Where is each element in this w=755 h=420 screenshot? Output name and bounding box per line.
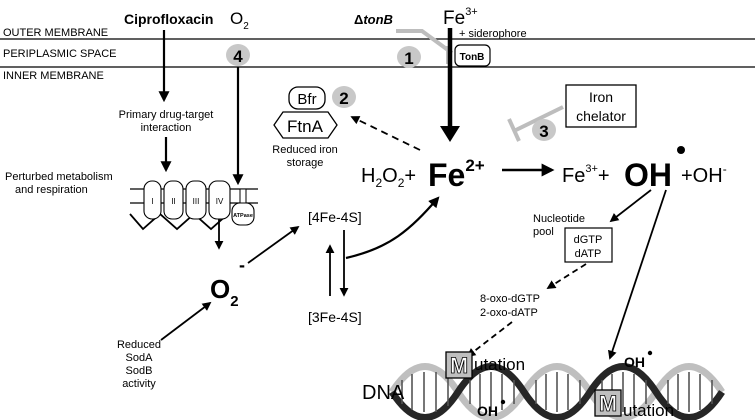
- hydrogen-peroxide-label: H2O2+: [361, 165, 416, 190]
- primary-interaction-label-2: interaction: [141, 122, 192, 134]
- iron-chelator-box: [565, 84, 637, 128]
- ferrous-iron-label: Fe2+: [428, 156, 485, 193]
- mutation-box-1: [445, 351, 473, 379]
- cluster-iron-release-arrow: [345, 196, 440, 260]
- nucleotide-pool-label-1: Nucleotide: [533, 213, 585, 225]
- atpase-stalk: [239, 188, 247, 204]
- iron-chelator-label-2: chelator: [576, 108, 626, 124]
- step-1-number: 1: [404, 49, 413, 68]
- oh-to-dna-arrow: [608, 189, 667, 360]
- complex-2: [163, 180, 184, 220]
- sod-arrow: [160, 301, 212, 341]
- reduced-iron-label-2: storage: [287, 157, 324, 169]
- complex-4-label: IV: [216, 197, 224, 206]
- superoxide-label: O2: [210, 274, 239, 310]
- oxo-datp-label: 2-oxo-dATP: [480, 307, 538, 319]
- step-3-badge: [532, 119, 556, 141]
- tonb-protein-label: TonB: [460, 52, 485, 63]
- mutation-box-2: [594, 389, 622, 417]
- tonb-mutant-label: ΔtonB: [354, 12, 393, 27]
- superoxide-to-cluster-arrow: [247, 225, 300, 264]
- fe4s-cluster-label: [4Fe-4S]: [308, 209, 362, 225]
- nucleotide-box: [564, 227, 613, 263]
- inner-membrane-zigzag: [129, 212, 229, 231]
- siderophore-label: + siderophore: [459, 28, 527, 40]
- dna-strand-dark: [389, 363, 725, 420]
- mutation-m-1: M: [450, 353, 468, 378]
- step-3-number: 3: [539, 122, 548, 141]
- oxo-to-dna-arrow: [466, 321, 513, 358]
- nucleotide-oxidation-arrow: [546, 263, 587, 289]
- oh-radical-dna-2: OH: [624, 354, 645, 370]
- complex-1-label: I: [151, 197, 153, 206]
- atpase: [231, 202, 255, 226]
- oh-to-nucleotide-arrow: [609, 189, 652, 223]
- complex-3: [185, 180, 207, 220]
- ferric-iron-label: Fe3++: [562, 163, 610, 187]
- oxygen-label: O2: [230, 9, 249, 32]
- sod-label-4: activity: [122, 378, 156, 390]
- dna-label: DNA: [362, 382, 405, 404]
- fe3-top-label: Fe3+: [443, 6, 478, 29]
- sod-label-1: Reduced: [117, 339, 161, 351]
- complex-1: [143, 180, 162, 220]
- complex-2-label: II: [171, 197, 175, 206]
- perturbed-label-2: and respiration: [15, 184, 88, 196]
- dna-strand-light: [389, 363, 725, 420]
- ftna-box: [273, 111, 338, 139]
- iron-chelator-label-1: Iron: [589, 89, 613, 105]
- complex-3-label: III: [193, 197, 200, 206]
- outer-membrane-label: OUTER MEMBRANE: [3, 27, 108, 39]
- sod-label-3: SodB: [126, 365, 153, 377]
- chelator-inhibition: [515, 105, 564, 132]
- periplasmic-space-label: PERIPLASMIC SPACE: [3, 48, 117, 60]
- bfr-box: [288, 86, 326, 110]
- superoxide-charge: -: [239, 255, 245, 275]
- step-2-badge: [332, 86, 356, 108]
- sod-label-2: SodA: [126, 352, 154, 364]
- fe3s-cluster-label: [3Fe-4S]: [308, 309, 362, 325]
- tonb-protein: [454, 44, 491, 67]
- step-2-number: 2: [339, 89, 348, 108]
- nucleotide-pool-label-2: pool: [533, 226, 554, 238]
- chelator-inhibition-bar: [507, 118, 521, 142]
- step-1-badge: [397, 46, 421, 68]
- mutation-label-1: utation: [474, 355, 525, 374]
- oh-radical-dot-1: [500, 399, 506, 405]
- inner-membrane-label: INNER MEMBRANE: [3, 70, 104, 82]
- perturbed-label-1: Perturbed metabolism: [5, 171, 113, 183]
- iron-storage-dashed-arrow: [350, 116, 421, 151]
- oh-radical-dot-2: [647, 350, 653, 356]
- hydroxide-label: +OH-: [681, 162, 727, 187]
- ftna-label: FtnA: [287, 117, 324, 136]
- mutation-label-2: utation: [623, 401, 674, 420]
- hydroxyl-radical-label: OH: [624, 157, 672, 193]
- oxo-dgtp-label: 8-oxo-dGTP: [480, 293, 540, 305]
- dgtp-label: dGTP: [574, 234, 603, 246]
- datp-label: dATP: [575, 248, 602, 260]
- step-4-number: 4: [233, 47, 243, 66]
- mutation-m-2: M: [599, 391, 617, 416]
- atpase-label: ATPase: [233, 213, 253, 219]
- iron-import-arrowhead: [440, 126, 460, 142]
- bfr-label: Bfr: [297, 91, 316, 108]
- primary-interaction-label-1: Primary drug-target: [119, 109, 214, 121]
- ciprofloxacin-label: Ciprofloxacin: [124, 11, 213, 27]
- oh-radical-dna-1: OH: [477, 403, 498, 419]
- radical-dot: [677, 146, 685, 154]
- tonb-inhibition: [396, 29, 454, 55]
- reduced-iron-label-1: Reduced iron: [272, 144, 337, 156]
- step-4-badge: [226, 44, 250, 66]
- etc-complexes: I II III IV ATPase: [143, 180, 255, 226]
